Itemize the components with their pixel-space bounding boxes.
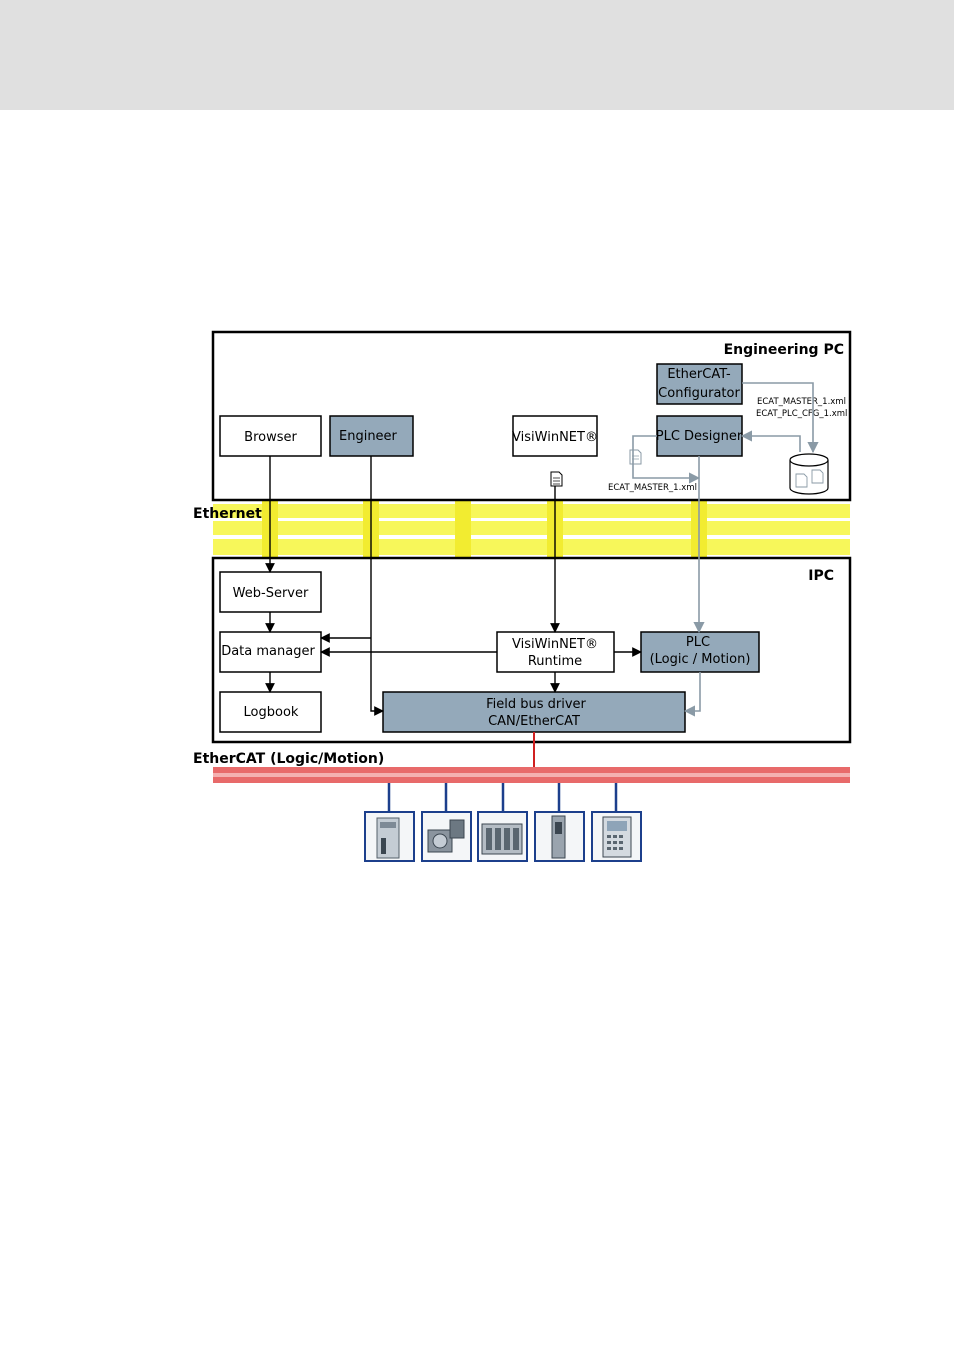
ethernet-bus: [213, 500, 850, 558]
ethernet-label: Ethernet: [193, 506, 262, 522]
hmi-panel-device-icon: [592, 812, 641, 861]
svg-text:Logbook: Logbook: [244, 705, 299, 720]
svg-text:VisiWinNET®: VisiWinNET®: [512, 430, 598, 445]
document-icon: [630, 450, 641, 464]
visiwinnet-runtime-box[interactable]: VisiWinNET® Runtime: [497, 632, 614, 672]
ipc-label: IPC: [808, 568, 834, 584]
servo-drive-device-icon: [535, 812, 584, 861]
logbook-box[interactable]: Logbook: [220, 692, 321, 732]
ecat-master-file-label: ECAT_MASTER_1.xml: [757, 397, 846, 407]
field-bus-driver-label-2: CAN/EtherCAT: [488, 714, 580, 729]
device-drop-lines: [389, 783, 616, 812]
database-icon: [790, 454, 828, 494]
ethercat-configurator-label-1: EtherCAT-: [667, 367, 731, 382]
ecat-plc-cfg-file-label: ECAT_PLC_CFG_1.xml: [756, 409, 847, 419]
plc-box[interactable]: PLC (Logic / Motion): [641, 632, 759, 672]
data-manager-box[interactable]: Data manager: [220, 632, 321, 672]
ethercat-label: EtherCAT (Logic/Motion): [193, 751, 384, 767]
ethercat-configurator-box[interactable]: EtherCAT- Configurator: [657, 364, 742, 404]
svg-text:Web-Server: Web-Server: [233, 586, 309, 601]
plc-label-2: (Logic / Motion): [650, 652, 751, 667]
engineering-pc-label: Engineering PC: [724, 342, 844, 358]
ecat-master-file-label-2: ECAT_MASTER_1.xml: [608, 483, 697, 493]
ethercat-configurator-label-2: Configurator: [658, 386, 740, 401]
visiwinnet-document-icon: [551, 472, 562, 486]
engineer-box[interactable]: Engineer: [330, 416, 413, 456]
visiwinnet-runtime-label-1: VisiWinNET®: [512, 637, 598, 652]
plc-label-1: PLC: [686, 635, 710, 650]
svg-text:Browser: Browser: [244, 430, 297, 445]
svg-text:Data manager: Data manager: [221, 644, 315, 659]
io-system-device-icon: [478, 812, 527, 861]
ethercat-bus: [213, 767, 850, 783]
svg-text:Engineer: Engineer: [339, 429, 398, 444]
visiwinnet-runtime-label-2: Runtime: [528, 654, 582, 669]
inverter-device-icon: [365, 812, 414, 861]
visiwinnet-box[interactable]: VisiWinNET®: [512, 416, 598, 456]
web-server-box[interactable]: Web-Server: [220, 572, 321, 612]
field-bus-driver-box[interactable]: Field bus driver CAN/EtherCAT: [383, 692, 685, 732]
svg-text:PLC Designer: PLC Designer: [656, 429, 743, 444]
plc-designer-box[interactable]: PLC Designer: [656, 416, 743, 456]
browser-box[interactable]: Browser: [220, 416, 321, 456]
field-bus-driver-label-1: Field bus driver: [486, 697, 586, 712]
geared-motor-device-icon: [422, 812, 471, 861]
